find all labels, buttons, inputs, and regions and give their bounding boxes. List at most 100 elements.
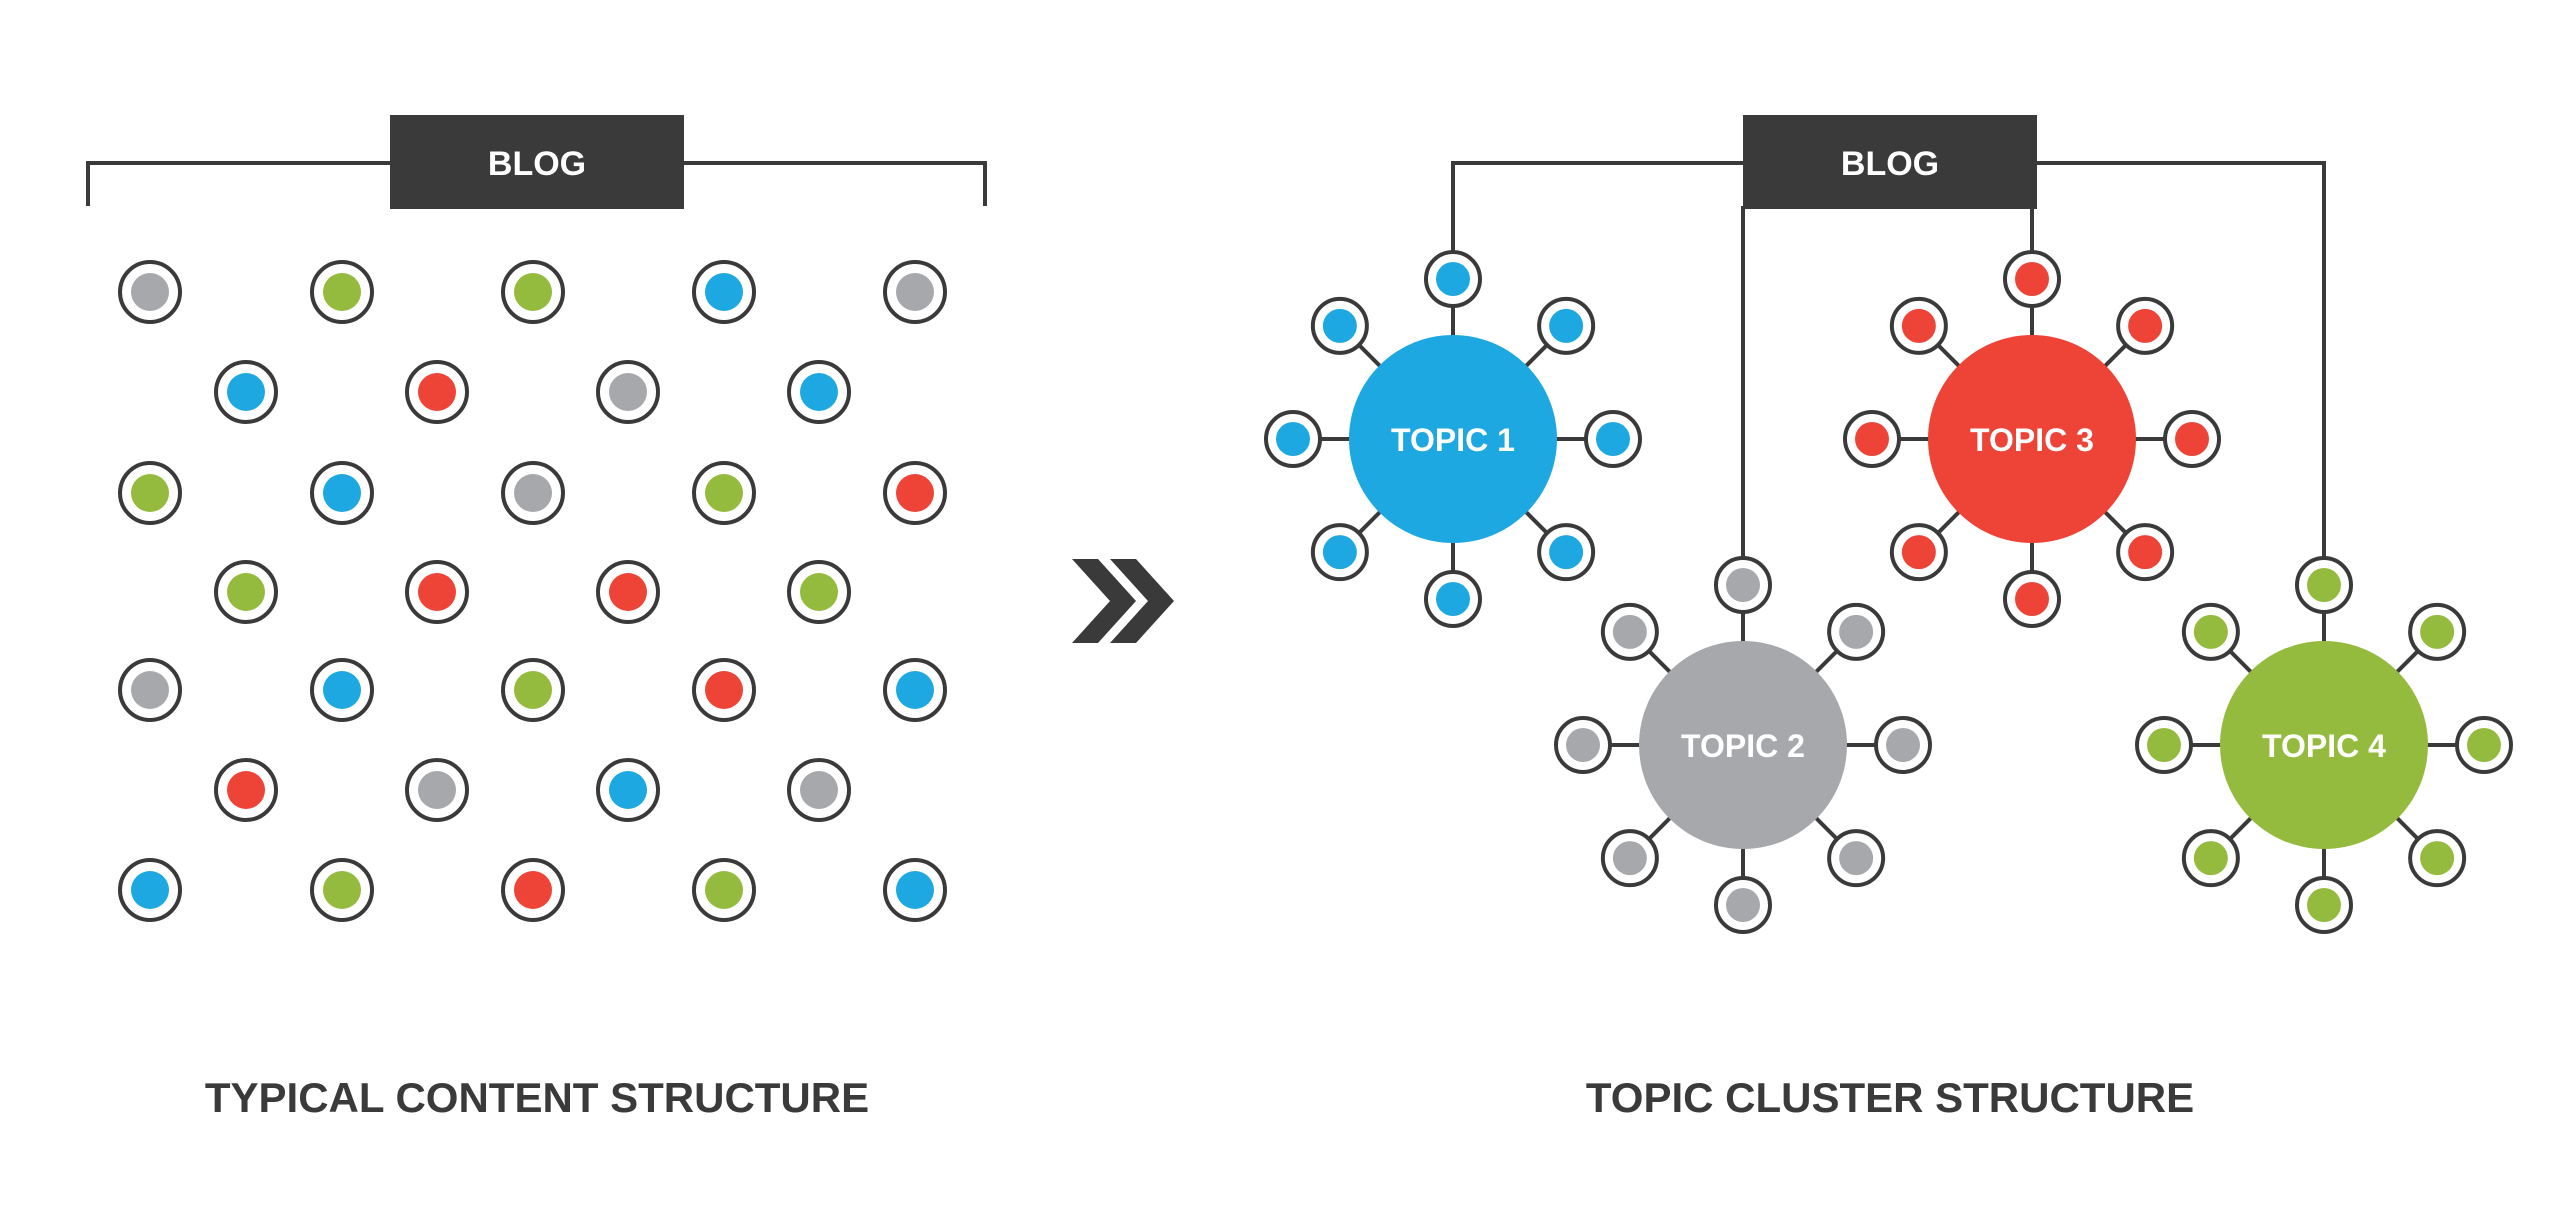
cluster-content-node bbox=[2003, 250, 2061, 308]
blog-post-node bbox=[596, 758, 660, 822]
cluster-content-node bbox=[1714, 876, 1772, 934]
cluster-content-node bbox=[1554, 716, 1612, 774]
blog-post-node bbox=[501, 858, 565, 922]
spoke-line bbox=[1522, 508, 1549, 535]
cluster-content-node bbox=[2455, 716, 2513, 774]
spoke-line bbox=[2393, 649, 2420, 676]
blog-post-node bbox=[118, 461, 182, 525]
spoke-line bbox=[1357, 343, 1384, 370]
topic-cluster-2: TOPIC 2 bbox=[1554, 556, 1932, 934]
blog-post-node bbox=[596, 360, 660, 424]
blog-post-node bbox=[692, 858, 756, 922]
blog-post-node bbox=[310, 858, 374, 922]
pillar-topic-circle bbox=[1349, 335, 1557, 543]
spoke-line bbox=[1647, 649, 1674, 676]
spoke-line bbox=[2228, 649, 2255, 676]
cluster-content-node bbox=[2135, 716, 2193, 774]
right-caption: TOPIC CLUSTER STRUCTURE bbox=[1586, 1074, 2194, 1121]
connector-topic-4 bbox=[2032, 161, 2326, 562]
topic-label: TOPIC 1 bbox=[1391, 422, 1515, 458]
topic-cluster-panel: BLOG TOPIC 1 TOPIC 2 TOPIC 3 TOPIC 4 TOPIC … bbox=[1264, 115, 2513, 1121]
typical-structure-panel: BLOG TYPICAL CONTENT STRUCTURE bbox=[86, 115, 987, 1121]
cluster-content-node bbox=[1537, 523, 1596, 582]
cluster-content-node bbox=[1537, 296, 1596, 355]
spoke-line bbox=[1936, 508, 1963, 535]
cluster-content-node bbox=[1827, 602, 1886, 661]
blog-post-node bbox=[787, 758, 851, 822]
pillar-topic-circle bbox=[2220, 641, 2428, 849]
blog-post-node bbox=[214, 758, 278, 822]
cluster-content-node bbox=[1600, 602, 1659, 661]
cluster-content-node bbox=[2181, 829, 2240, 888]
left-blog-box bbox=[390, 115, 684, 209]
blog-post-node bbox=[501, 260, 565, 324]
blog-post-node bbox=[501, 461, 565, 525]
cluster-content-node bbox=[1424, 570, 1482, 628]
cluster-content-node bbox=[1310, 296, 1369, 355]
cluster-content-node bbox=[1889, 296, 1948, 355]
blog-post-node bbox=[883, 858, 947, 922]
cluster-content-node bbox=[2295, 556, 2353, 614]
left-post-nodes bbox=[118, 260, 947, 922]
topic-label: TOPIC 2 bbox=[1681, 728, 1805, 764]
cluster-content-node bbox=[2408, 829, 2467, 888]
spoke-line bbox=[1357, 508, 1384, 535]
cluster-content-node bbox=[1310, 523, 1369, 582]
topic-label: TOPIC 3 bbox=[1970, 422, 2094, 458]
spoke-line bbox=[1812, 814, 1839, 841]
cluster-content-node bbox=[1264, 410, 1322, 468]
right-blog-label: BLOG bbox=[1841, 145, 1939, 183]
spoke-line bbox=[2393, 814, 2420, 841]
blog-post-node bbox=[118, 260, 182, 324]
blog-post-node bbox=[310, 260, 374, 324]
spoke-line bbox=[2228, 814, 2255, 841]
blog-post-node bbox=[405, 758, 469, 822]
blog-post-node bbox=[883, 461, 947, 525]
blog-post-node bbox=[405, 360, 469, 424]
topic-cluster-4: TOPIC 4 bbox=[2135, 556, 2513, 934]
blog-post-node bbox=[787, 560, 851, 624]
blog-post-node bbox=[118, 658, 182, 722]
topic-cluster-1: TOPIC 1 bbox=[1264, 250, 1642, 628]
pillar-topic-circle bbox=[1928, 335, 2136, 543]
spoke-line bbox=[1647, 814, 1674, 841]
blog-post-node bbox=[405, 560, 469, 624]
blog-post-node bbox=[883, 260, 947, 324]
blog-post-node bbox=[214, 360, 278, 424]
cluster-content-node bbox=[1424, 250, 1482, 308]
blog-post-node bbox=[501, 658, 565, 722]
topic-label: TOPIC 4 bbox=[2262, 728, 2386, 764]
cluster-content-node bbox=[2408, 602, 2467, 661]
cluster-content-node bbox=[1874, 716, 1932, 774]
double-chevron-right-icon bbox=[1072, 559, 1174, 643]
cluster-content-node bbox=[1827, 829, 1886, 888]
blog-post-node bbox=[692, 461, 756, 525]
spoke-line bbox=[2101, 343, 2128, 370]
blog-post-node bbox=[214, 560, 278, 624]
left-blog-label: BLOG bbox=[488, 145, 586, 183]
left-caption: TYPICAL CONTENT STRUCTURE bbox=[205, 1074, 869, 1121]
spoke-line bbox=[1522, 343, 1549, 370]
blog-post-node bbox=[310, 658, 374, 722]
cluster-content-node bbox=[1889, 523, 1948, 582]
cluster-content-node bbox=[2003, 570, 2061, 628]
pillar-topic-circle bbox=[1639, 641, 1847, 849]
spoke-line bbox=[1812, 649, 1839, 676]
cluster-content-node bbox=[1843, 410, 1901, 468]
cluster-content-node bbox=[2295, 876, 2353, 934]
cluster-content-node bbox=[1584, 410, 1642, 468]
blog-post-node bbox=[883, 658, 947, 722]
cluster-content-node bbox=[2116, 523, 2175, 582]
spoke-line bbox=[2101, 508, 2128, 535]
cluster-content-node bbox=[2116, 296, 2175, 355]
cluster-content-node bbox=[2163, 410, 2221, 468]
cluster-content-node bbox=[1714, 556, 1772, 614]
right-blog-box bbox=[1743, 115, 2037, 209]
connector-topic-1 bbox=[1451, 161, 1743, 259]
cluster-content-node bbox=[1600, 829, 1659, 888]
blog-post-node bbox=[118, 858, 182, 922]
blog-post-node bbox=[692, 658, 756, 722]
topic-clusters: TOPIC 1 TOPIC 2 TOPIC 3 TOPIC 4 bbox=[1264, 250, 2513, 934]
cluster-content-node bbox=[2181, 602, 2240, 661]
